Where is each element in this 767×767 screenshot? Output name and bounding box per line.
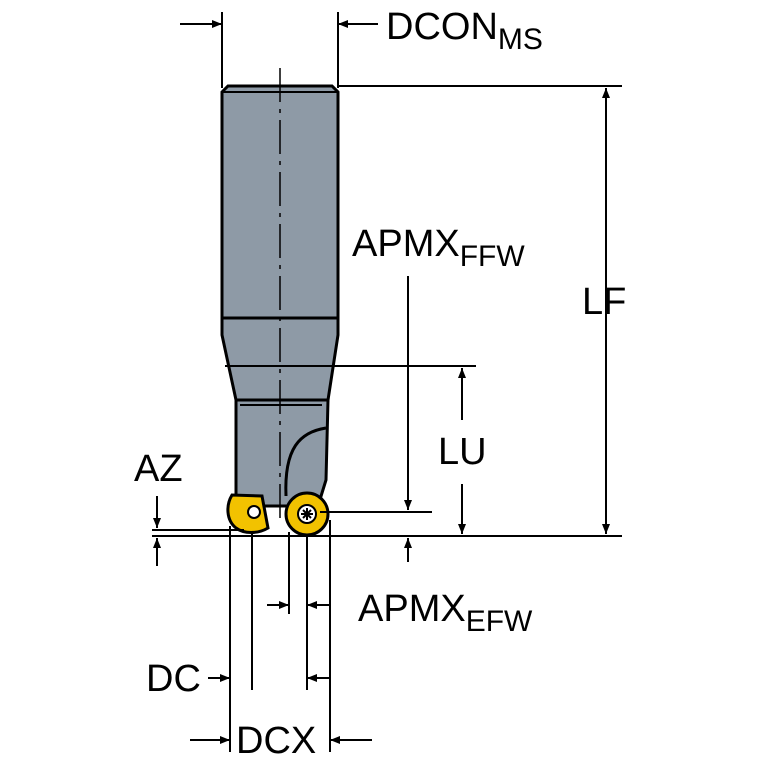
apmx-ffw-label-sub: FFW	[459, 240, 525, 273]
insert-left	[226, 493, 270, 534]
dimension-lines	[152, 12, 622, 752]
apmx-efw-label-main: APMX	[358, 588, 466, 630]
dcon-ms-label-sub: MS	[497, 23, 543, 56]
dc-label: DC	[146, 658, 201, 700]
tool-body	[220, 68, 340, 522]
dcon-ms-label: DCONMS	[386, 6, 543, 55]
apmx-ffw-label-main: APMX	[352, 223, 460, 265]
lu-label: LU	[438, 431, 487, 473]
dcx-label: DCX	[236, 720, 317, 762]
insert-left-screw	[247, 505, 261, 519]
lf-label: LF	[582, 281, 627, 323]
insert-right	[284, 491, 330, 537]
apmx-efw-label: APMXEFW	[358, 588, 532, 637]
tool-head	[234, 398, 330, 508]
apmx-efw-label-sub: EFW	[465, 605, 533, 638]
az-label: AZ	[134, 448, 183, 490]
chip-pocket	[284, 426, 327, 497]
apmx-ffw-label: APMXFFW	[352, 223, 525, 272]
dcon-ms-label-main: DCON	[386, 6, 498, 48]
